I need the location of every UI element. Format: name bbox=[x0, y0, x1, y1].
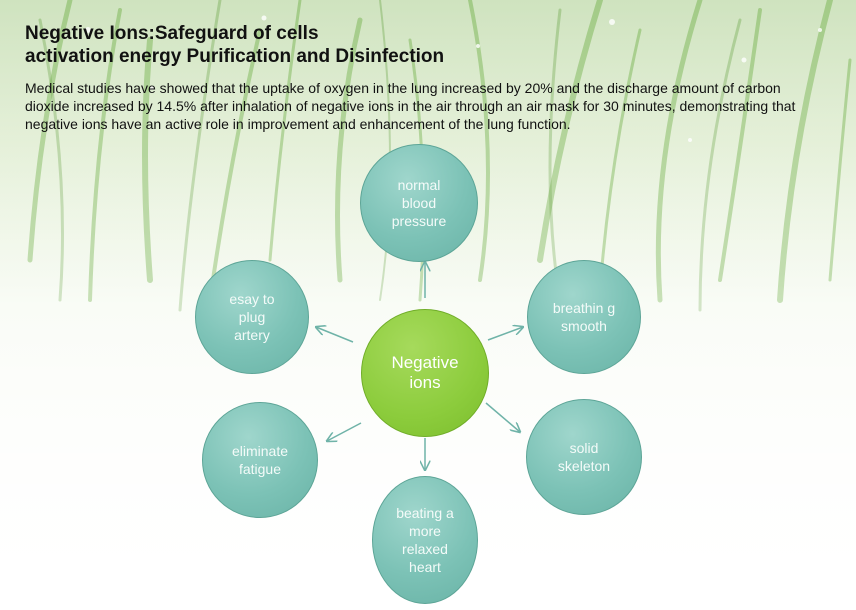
arrow-to-lower-right bbox=[485, 402, 520, 432]
node-label: solid skeleton bbox=[557, 440, 611, 474]
center-node-label: Negative ions bbox=[391, 353, 459, 392]
node-eliminate-fatigue: eliminate fatigue bbox=[202, 402, 318, 518]
node-breathing-smooth: breathin g smooth bbox=[527, 260, 641, 374]
node-easy-to-plug-artery: esay to plug artery bbox=[195, 260, 309, 374]
node-relaxed-heart: beating a more relaxed heart bbox=[372, 476, 478, 604]
arrow-to-upper-left bbox=[316, 327, 354, 343]
node-label: eliminate fatigue bbox=[231, 443, 289, 477]
title-line-2: activation energy Purification and Disin… bbox=[25, 46, 445, 67]
description-paragraph: Medical studies have showed that the upt… bbox=[25, 80, 796, 132]
node-label: normal blood pressure bbox=[391, 177, 447, 229]
node-label: breathin g smooth bbox=[552, 300, 616, 334]
node-label: esay to plug artery bbox=[229, 291, 275, 343]
center-node-negative-ions: Negative ions bbox=[361, 309, 489, 437]
node-solid-skeleton: solid skeleton bbox=[526, 399, 642, 515]
title-line-1: Negative Ions:Safeguard of cells bbox=[25, 23, 319, 44]
node-label: beating a more relaxed heart bbox=[396, 505, 454, 575]
arrow-to-lower-left bbox=[327, 422, 362, 441]
page-title: Negative Ions:Safeguard of cells activat… bbox=[25, 22, 825, 68]
node-normal-blood-pressure: normal blood pressure bbox=[360, 144, 478, 262]
arrow-to-upper-right bbox=[487, 327, 523, 341]
